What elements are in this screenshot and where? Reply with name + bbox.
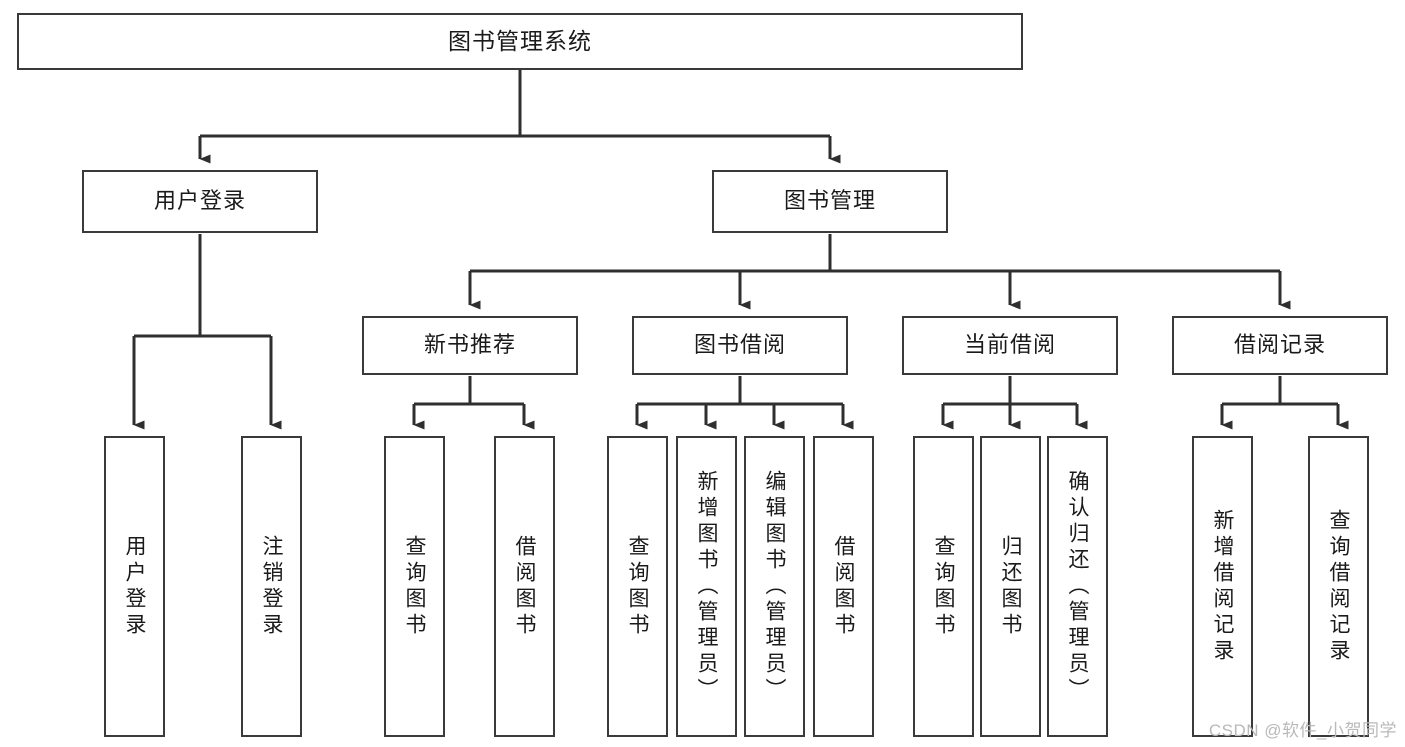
node-book-manage[interactable]: 图书管理	[712, 170, 948, 233]
node-user-login[interactable]: 用户登录	[82, 170, 318, 233]
leaf-query-borrow-record[interactable]: 查询借阅记录	[1308, 436, 1369, 737]
node-book-borrow[interactable]: 图书借阅	[632, 316, 848, 375]
watermark-text: CSDN @软件_小贺同学	[1208, 721, 1397, 740]
leaf-confirm-return-admin[interactable]: 确认归还（管理员）	[1047, 436, 1108, 737]
node-current-borrow[interactable]: 当前借阅	[902, 316, 1118, 375]
leaf-query-book-borrow[interactable]: 查询图书	[607, 436, 668, 737]
leaf-add-book-admin[interactable]: 新增图书（管理员）	[676, 436, 737, 737]
leaf-return-book[interactable]: 归还图书	[980, 436, 1041, 737]
node-new-book-recommend[interactable]: 新书推荐	[362, 316, 578, 375]
node-root[interactable]: 图书管理系统	[17, 13, 1023, 70]
leaf-add-borrow-record[interactable]: 新增借阅记录	[1192, 436, 1253, 737]
leaf-query-book-rec[interactable]: 查询图书	[384, 436, 445, 737]
node-borrow-record[interactable]: 借阅记录	[1172, 316, 1388, 375]
leaf-logout[interactable]: 注销登录	[241, 436, 302, 737]
leaf-query-book-current[interactable]: 查询图书	[913, 436, 974, 737]
leaf-user-login[interactable]: 用户登录	[104, 436, 165, 737]
leaf-edit-book-admin[interactable]: 编辑图书（管理员）	[744, 436, 805, 737]
leaf-borrow-book[interactable]: 借阅图书	[813, 436, 874, 737]
leaf-borrow-book-rec[interactable]: 借阅图书	[494, 436, 555, 737]
